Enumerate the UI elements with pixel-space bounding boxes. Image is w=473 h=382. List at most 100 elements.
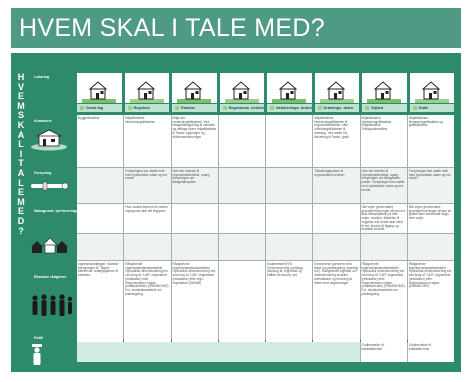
police-officer-icon: [32, 344, 42, 365]
grid-cell: Forsyningen kan støtte inde med hydrauli…: [407, 168, 454, 203]
column-header-label: Nedsivnings- brønd: [276, 106, 312, 110]
column-header-label: Grøft: [418, 106, 428, 110]
column-header-label: Drænings- dræn: [323, 106, 354, 110]
side-letter: L: [18, 139, 24, 150]
grid-cell: Byggetilladelse: [77, 115, 124, 167]
leaf-bullet-icon: [222, 106, 227, 110]
house-illustration-icon: [314, 73, 359, 103]
grid-cell: [266, 204, 313, 233]
utility-pipe-icon: [31, 181, 69, 191]
footer-cell-groeft: Godkendelse ift. trafiksikkerhed: [407, 342, 454, 362]
side-letter: I: [19, 148, 23, 159]
side-label-ejere: Ekstarne rådgivere: [34, 275, 67, 279]
column-header: Regnbed: [124, 104, 169, 112]
grid-cell: Når vejen gennemføre grundejerforeninger…: [360, 204, 407, 233]
house-illustration-icon: [172, 73, 217, 103]
grid-cell: Entreprenør (gennem med fakta om planlæg…: [313, 261, 360, 344]
grid-cell: [313, 204, 360, 233]
grid-cell: Hvis der drænes til regnvandsfabrikker, …: [360, 168, 407, 203]
column-header-label: Regnbed: [133, 106, 150, 110]
grid-cell: [171, 204, 218, 233]
grid-cell: [360, 234, 407, 260]
house-illustration-icon: [219, 73, 264, 103]
leaf-bullet-icon: [412, 106, 417, 110]
column-header: Regnvands- beholder: [219, 104, 265, 112]
side-letter: T: [18, 158, 24, 169]
side-letter: E: [17, 187, 24, 198]
leaf-bullet-icon: [270, 106, 274, 110]
column-header: Nedsivnings- brønd: [267, 104, 312, 112]
leaf-bullet-icon: [317, 106, 322, 110]
footer-cell-vejbed: Godkendelse ift. trafiksikkerhed: [360, 342, 407, 362]
leaf-bullet-icon: [127, 106, 132, 110]
solution-illustrations: [77, 73, 454, 103]
leaf-bullet-icon: [80, 106, 84, 110]
side-letter: V: [17, 81, 24, 92]
column-headers: Grønt tag Regnbed Faskine Regnvands- behold…: [77, 104, 454, 112]
column-header-label: Grønt tag: [86, 106, 104, 110]
column-header: Vejbed: [362, 104, 407, 112]
grid-cell: Rådgivende ingeniør/landskabsarkitekt. H…: [171, 261, 218, 344]
grid-cell: [77, 234, 124, 260]
grid-cell: Hvis der drænes til regnvandsfabrikker, …: [171, 168, 218, 203]
footer-row: Godkendelse ift. trafiksikkerhed Godkend…: [77, 342, 454, 362]
grid-cell: [407, 234, 454, 260]
grid-cell: Rådgivende ingeniør/landskabsarkitekt. H…: [407, 261, 454, 344]
column-header: Grøft: [409, 104, 454, 112]
side-letter: A: [17, 167, 25, 178]
grid-cell: Hvis vandet ledes til en anden rejsegrun…: [124, 204, 171, 233]
house-illustration-icon: [124, 73, 169, 103]
side-letter: M: [17, 196, 25, 207]
side-letter: A: [17, 129, 25, 140]
leaf-bullet-icon: [365, 106, 369, 110]
column-header: Drænings- dræn: [314, 104, 359, 112]
side-letter: D: [17, 215, 25, 226]
grid-cell: Når vejen gennemføre grundejerforeninger…: [407, 204, 454, 233]
grid-cell: Forsyningen kan støtte inde med hydrauli…: [124, 168, 171, 203]
side-label-naboejendom: Nabogrund- ejerforeninger: [34, 209, 80, 213]
side-letter: L: [18, 177, 24, 188]
side-letter: E: [17, 206, 24, 217]
grid-cell: Miljøtilladelse. Nedsivningstilladelse o…: [407, 115, 454, 167]
column-header: Grønt tag: [77, 104, 122, 112]
grid-cell: Miljøtilladelse. Nedsivningstilladelse: [124, 115, 171, 167]
side-letter: ?: [18, 225, 24, 236]
grid-cell: [266, 115, 313, 167]
house-illustration-icon: [77, 73, 122, 103]
side-letter: M: [17, 100, 25, 111]
column-header-label: Regnvands- beholder: [228, 106, 265, 110]
grid-cell: Kloakmester/VVS. Dimensionering og tilsl…: [266, 261, 313, 344]
grid-cell: [266, 168, 313, 203]
grid-cell: [124, 234, 171, 260]
house-illustration-icon: [267, 73, 312, 103]
grid-cell: Tilslutningspudser til regnvandsbro-ersk…: [313, 168, 360, 203]
neighbourhood-houses-icon: [31, 237, 68, 254]
municipality-building-icon: [31, 129, 67, 151]
grid-cell: Ingeniørplanlægger. Statiske beregninger…: [77, 261, 124, 344]
grid-cell: Rådgivende ingeniør/landskabsarkitekt. H…: [360, 261, 407, 344]
column-header-label: Vejbed: [371, 106, 384, 110]
advisors-people-icon: [32, 294, 73, 316]
grid-cell: Miljøtilladelse. Nedsivningstilladelse. …: [360, 115, 407, 167]
title-banner: HVEM SKAL I TALE MED?: [11, 8, 461, 48]
page-title: HVEM SKAL I TALE MED?: [19, 14, 325, 42]
house-illustration-icon: [362, 73, 407, 103]
side-label-kommune: Kommune: [34, 119, 52, 123]
grid-cell: [218, 261, 265, 344]
side-letter: H: [17, 72, 25, 82]
grid-cell: [313, 234, 360, 260]
house-illustration-icon: [409, 73, 454, 103]
grid-cell: [77, 168, 124, 203]
side-letter: S: [17, 110, 24, 121]
footer-blank-span: [77, 342, 360, 362]
grid-cell: [218, 204, 265, 233]
grid-cell: [218, 115, 265, 167]
grid-cell: Rådgivende ingeniør/landskabsarkitekt. H…: [124, 261, 171, 344]
grid-cell: [171, 234, 218, 260]
column-header: Faskine: [172, 104, 217, 112]
grid-cell: Miljø afd.: nedsivningstilladelse. Ved t…: [171, 115, 218, 167]
